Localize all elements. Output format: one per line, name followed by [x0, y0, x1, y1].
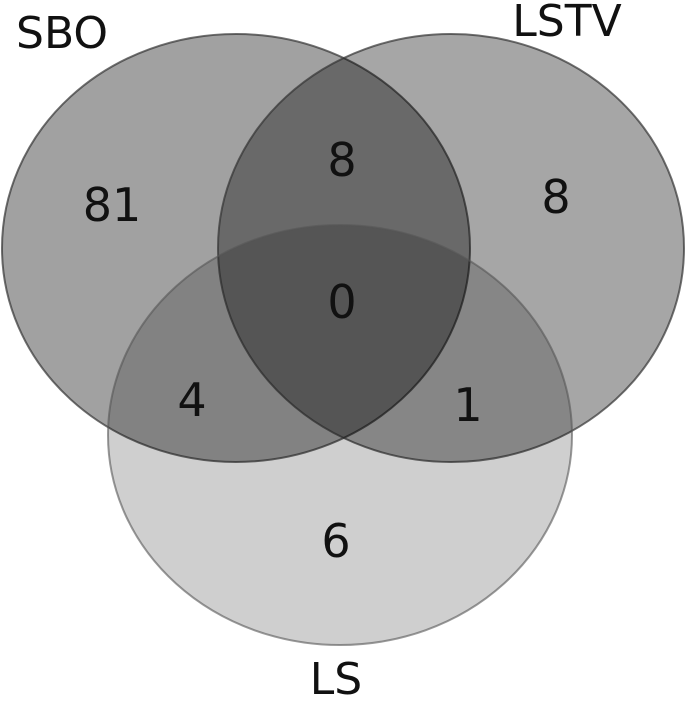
count-ls-only: 6 — [321, 514, 351, 568]
set-label-ls: LS — [309, 654, 363, 705]
lstv-circle — [217, 33, 685, 463]
count-sbo-only: 81 — [82, 178, 142, 232]
count-all: 0 — [327, 275, 357, 329]
count-sbo-ls: 4 — [177, 373, 207, 427]
count-lstv-only: 8 — [541, 170, 571, 224]
ls-circle — [107, 224, 573, 646]
set-label-lstv: LSTV — [512, 0, 622, 47]
set-label-sbo: SBO — [16, 8, 108, 59]
count-sbo-lstv: 8 — [327, 133, 357, 187]
count-lstv-ls: 1 — [453, 378, 483, 432]
